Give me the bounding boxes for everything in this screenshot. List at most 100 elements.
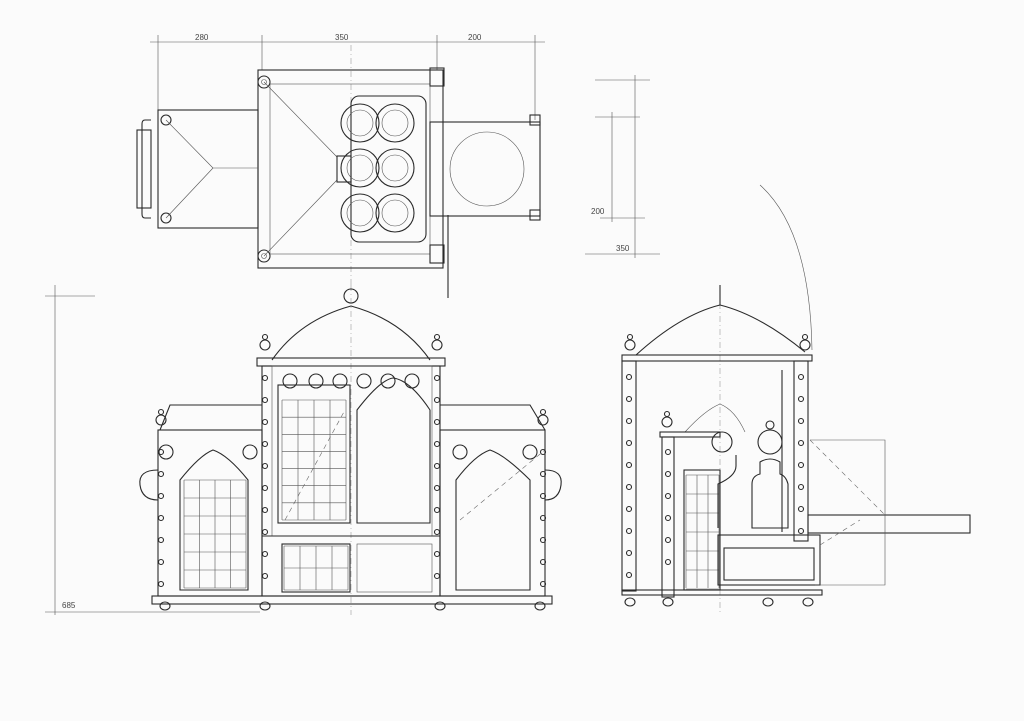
- post-knob: [625, 417, 633, 425]
- post-knob: [625, 505, 633, 513]
- post-knob: [625, 395, 633, 403]
- burner-inner: [346, 199, 374, 227]
- dimension-label-350: 350: [335, 33, 349, 42]
- post-knob: [797, 373, 805, 381]
- post-knob: [539, 580, 547, 588]
- post-knob: [625, 549, 633, 557]
- post-knob: [261, 484, 269, 492]
- post-knob: [433, 396, 441, 404]
- porthole-window: [282, 373, 298, 389]
- foot: [662, 597, 674, 607]
- post-knob: [625, 461, 633, 469]
- porthole-window: [332, 373, 348, 389]
- dimension-label-200-side: 200: [591, 207, 605, 216]
- finial-tip: [433, 333, 441, 341]
- post-knob: [157, 470, 165, 478]
- dimension-label-200: 200: [468, 33, 482, 42]
- post-knob: [157, 558, 165, 566]
- finial-tip: [539, 408, 547, 416]
- post-knob: [433, 462, 441, 470]
- porthole-window: [356, 373, 372, 389]
- porthole-window: [308, 373, 324, 389]
- post-knob: [539, 558, 547, 566]
- post-knob: [797, 505, 805, 513]
- post-knob: [539, 470, 547, 478]
- burner-grid: [340, 103, 415, 233]
- post-knob: [797, 395, 805, 403]
- finial-tip: [801, 333, 809, 341]
- post-knob: [433, 550, 441, 558]
- finial-tip: [157, 408, 165, 416]
- dimension-label-280: 280: [195, 33, 209, 42]
- post-knob: [539, 492, 547, 500]
- foot: [762, 597, 774, 607]
- post-knob: [664, 514, 672, 522]
- post-knob: [797, 527, 805, 535]
- plan-view: [136, 45, 541, 298]
- burner-outer: [375, 103, 415, 143]
- post-knob: [433, 572, 441, 580]
- post-knob: [261, 550, 269, 558]
- foot: [259, 601, 271, 611]
- post-knob: [625, 439, 633, 447]
- post-knob: [625, 373, 633, 381]
- front-ornaments: [155, 333, 814, 611]
- post-knob: [261, 572, 269, 580]
- porthole-window: [404, 373, 420, 389]
- post-knob: [261, 418, 269, 426]
- burner-inner: [381, 199, 409, 227]
- burner-inner: [346, 109, 374, 137]
- post-knob: [539, 514, 547, 522]
- foot: [434, 601, 446, 611]
- foot: [624, 597, 636, 607]
- post-knob: [157, 580, 165, 588]
- finial-ball: [431, 339, 443, 351]
- dimension-label-350-side: 350: [616, 244, 630, 253]
- dimension-height: 685: [45, 285, 260, 615]
- post-knob: [261, 374, 269, 382]
- post-knob: [261, 528, 269, 536]
- burner-inner: [346, 154, 374, 182]
- post-knob: [664, 492, 672, 500]
- burner-outer: [340, 103, 380, 143]
- finial-tip: [663, 410, 671, 418]
- post-knob: [157, 448, 165, 456]
- porthole-window: [380, 373, 396, 389]
- foot: [534, 601, 546, 611]
- burner-outer: [340, 193, 380, 233]
- post-knob: [797, 417, 805, 425]
- post-knob: [433, 440, 441, 448]
- burner-outer: [375, 193, 415, 233]
- burner-inner: [381, 154, 409, 182]
- post-knob: [664, 536, 672, 544]
- finial-tip: [261, 333, 269, 341]
- finial-ball: [624, 339, 636, 351]
- porthole-window: [242, 444, 258, 460]
- post-knob: [157, 536, 165, 544]
- foot: [159, 601, 171, 611]
- post-knob: [157, 514, 165, 522]
- porthole-window: [158, 444, 174, 460]
- post-knob: [797, 461, 805, 469]
- finial-tip: [626, 333, 634, 341]
- post-knob: [261, 506, 269, 514]
- finial-ball: [661, 416, 673, 428]
- porthole-window: [452, 444, 468, 460]
- post-knob: [433, 528, 441, 536]
- dimension-top: 280 350 200: [150, 33, 545, 120]
- post-knob: [539, 536, 547, 544]
- post-knob: [664, 558, 672, 566]
- post-knob: [625, 483, 633, 491]
- post-knob: [433, 418, 441, 426]
- post-knob: [157, 492, 165, 500]
- post-knob: [261, 396, 269, 404]
- burner-outer: [340, 148, 380, 188]
- post-knob: [261, 462, 269, 470]
- post-knob: [625, 571, 633, 579]
- foot: [802, 597, 814, 607]
- burner-inner: [381, 109, 409, 137]
- post-knob: [797, 439, 805, 447]
- burner-outer: [375, 148, 415, 188]
- post-knob: [433, 506, 441, 514]
